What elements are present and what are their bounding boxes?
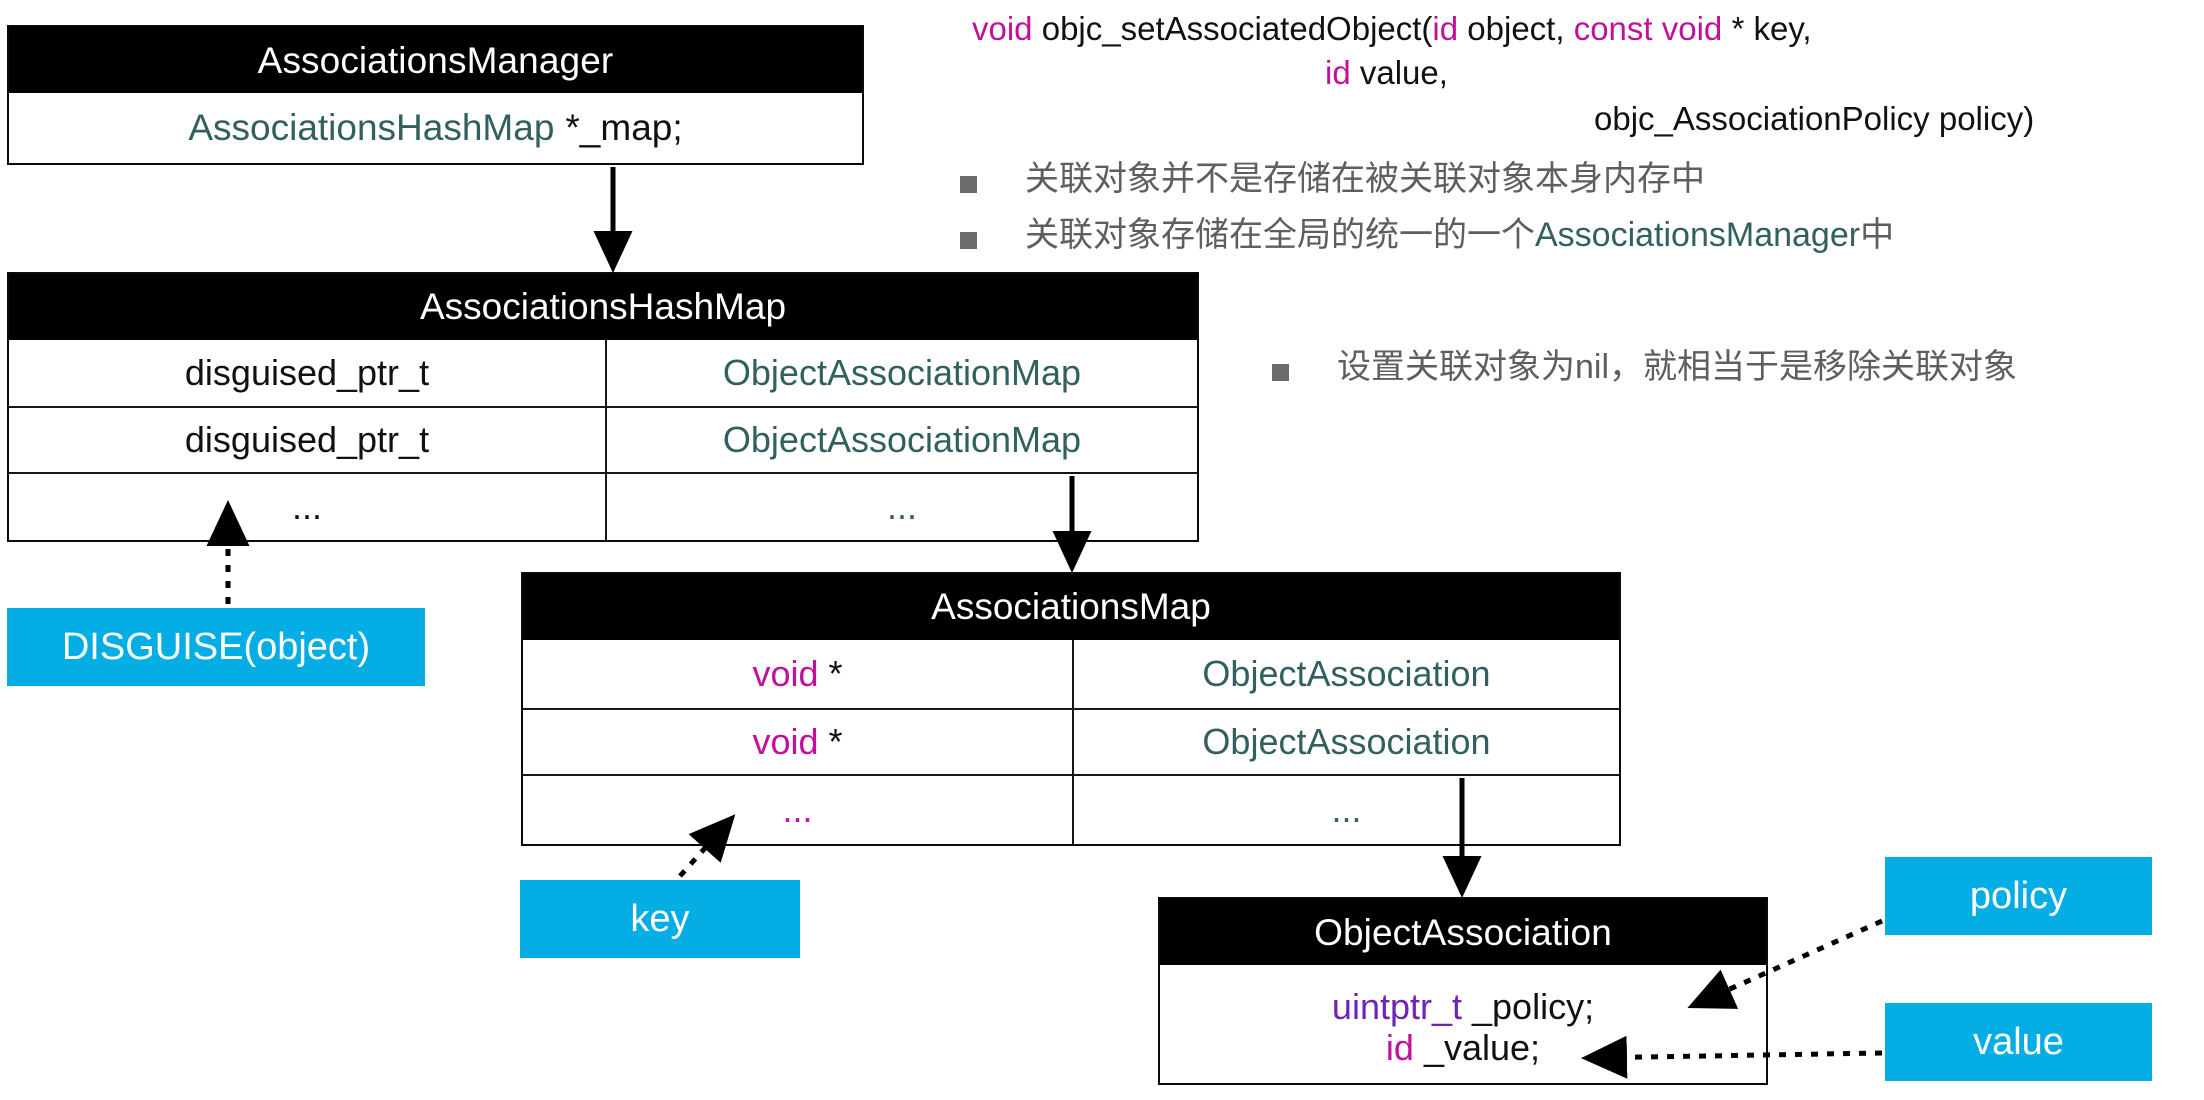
bullet-text-main: 关联对象存储在全局的统一的一个 [1025,216,1535,254]
callout-key: key [520,880,800,958]
object-association-fields: uintptr_t _policy; id _value; [1160,965,1766,1087]
bullet-text: 设置关联对象为nil，就相当于是移除关联对象 [1337,348,2018,386]
map-value-cell: ... [1331,789,1362,830]
map-key-type: void [752,721,819,762]
associations-manager-box: AssociationsManager AssociationsHashMap … [7,25,864,165]
sig-kw-void: void [972,10,1033,47]
object-association-title: ObjectAssociation [1160,899,1766,965]
object-association-policy-name: _policy; [1472,986,1595,1028]
object-association-value-name: _value; [1423,1027,1541,1068]
callout-policy: policy [1885,857,2152,935]
bullet-item-2: 关联对象存储在全局的统一的一个AssociationsManager中 [960,216,1894,255]
associations-hash-map-table: AssociationsHashMap disguised_ptr_t Obje… [7,272,1199,542]
bullet-item-1: 关联对象并不是存储在被关联对象本身内存中 [960,160,1705,199]
map-value-cell: ObjectAssociation [1202,653,1491,694]
associations-hash-map-title: AssociationsHashMap [9,274,1197,340]
bullet-text: 关联对象并不是存储在被关联对象本身内存中 [1025,160,1705,198]
map-value-cell: ObjectAssociation [1202,721,1491,762]
bullet-item-3: 设置关联对象为nil，就相当于是移除关联对象 [1272,348,2017,387]
object-association-value-type: id [1385,1027,1414,1068]
associations-map-title: AssociationsMap [523,574,1619,640]
hashmap-key-cell: ... [9,474,607,540]
function-signature-line1: void objc_setAssociatedObject(id object,… [972,10,1812,48]
table-row: disguised_ptr_t ObjectAssociationMap [9,406,1197,472]
bullet-square-icon [960,176,977,193]
function-signature-line2: id value, [1325,54,1448,92]
sig-kw-const-void: const void [1573,10,1723,47]
associations-manager-field: AssociationsHashMap *_map; [9,93,862,163]
hashmap-value-cell: ObjectAssociationMap [722,352,1082,393]
object-association-policy-type: uintptr_t [1331,986,1462,1028]
bullet-square-icon [1272,364,1289,381]
bullet-square-icon [960,232,977,249]
sig-kw-id-2: id [1325,54,1351,91]
sig-kw-id: id [1432,10,1459,47]
bullet-text: 关联对象存储在全局的统一的一个AssociationsManager中 [1025,216,1894,255]
function-signature-line3: objc_AssociationPolicy policy) [1594,100,2035,137]
hashmap-key-cell: disguised_ptr_t [9,340,607,406]
hashmap-key-cell: disguised_ptr_t [9,408,607,472]
callout-disguise: DISGUISE(object) [7,608,425,686]
map-key-ptr: * [828,653,843,694]
table-row: ... ... [9,472,1197,540]
sig-param-key: * key, [1722,10,1812,47]
table-row: disguised_ptr_t ObjectAssociationMap [9,340,1197,406]
map-key-cell: void * [523,640,1074,708]
table-row: void * ObjectAssociation [523,640,1619,708]
object-association-box: ObjectAssociation uintptr_t _policy; id … [1158,897,1768,1085]
callout-value: value [1885,1003,2152,1081]
sig-param-object: object, [1458,10,1574,47]
sig-fn-name: objc_setAssociatedObject( [1032,10,1433,47]
associations-map-table: AssociationsMap void * ObjectAssociation… [521,572,1621,846]
bullet-text-tail: 中 [1860,216,1895,254]
map-key-cell: void * [523,710,1074,774]
bullet-text-highlight: AssociationsManager [1535,216,1861,254]
sig-param-value: value, [1350,54,1448,91]
hashmap-value-cell: ObjectAssociationMap [722,419,1082,460]
associations-manager-field-type: AssociationsHashMap [188,107,555,148]
map-key-cell: ... [523,776,1074,844]
table-row: void * ObjectAssociation [523,708,1619,774]
table-row: ... ... [523,774,1619,844]
map-key-ptr: * [828,721,843,762]
associations-manager-title: AssociationsManager [9,27,862,93]
map-key-type: void [752,653,819,694]
associations-manager-field-name: *_map; [565,107,683,148]
hashmap-value-cell: ... [886,486,917,527]
